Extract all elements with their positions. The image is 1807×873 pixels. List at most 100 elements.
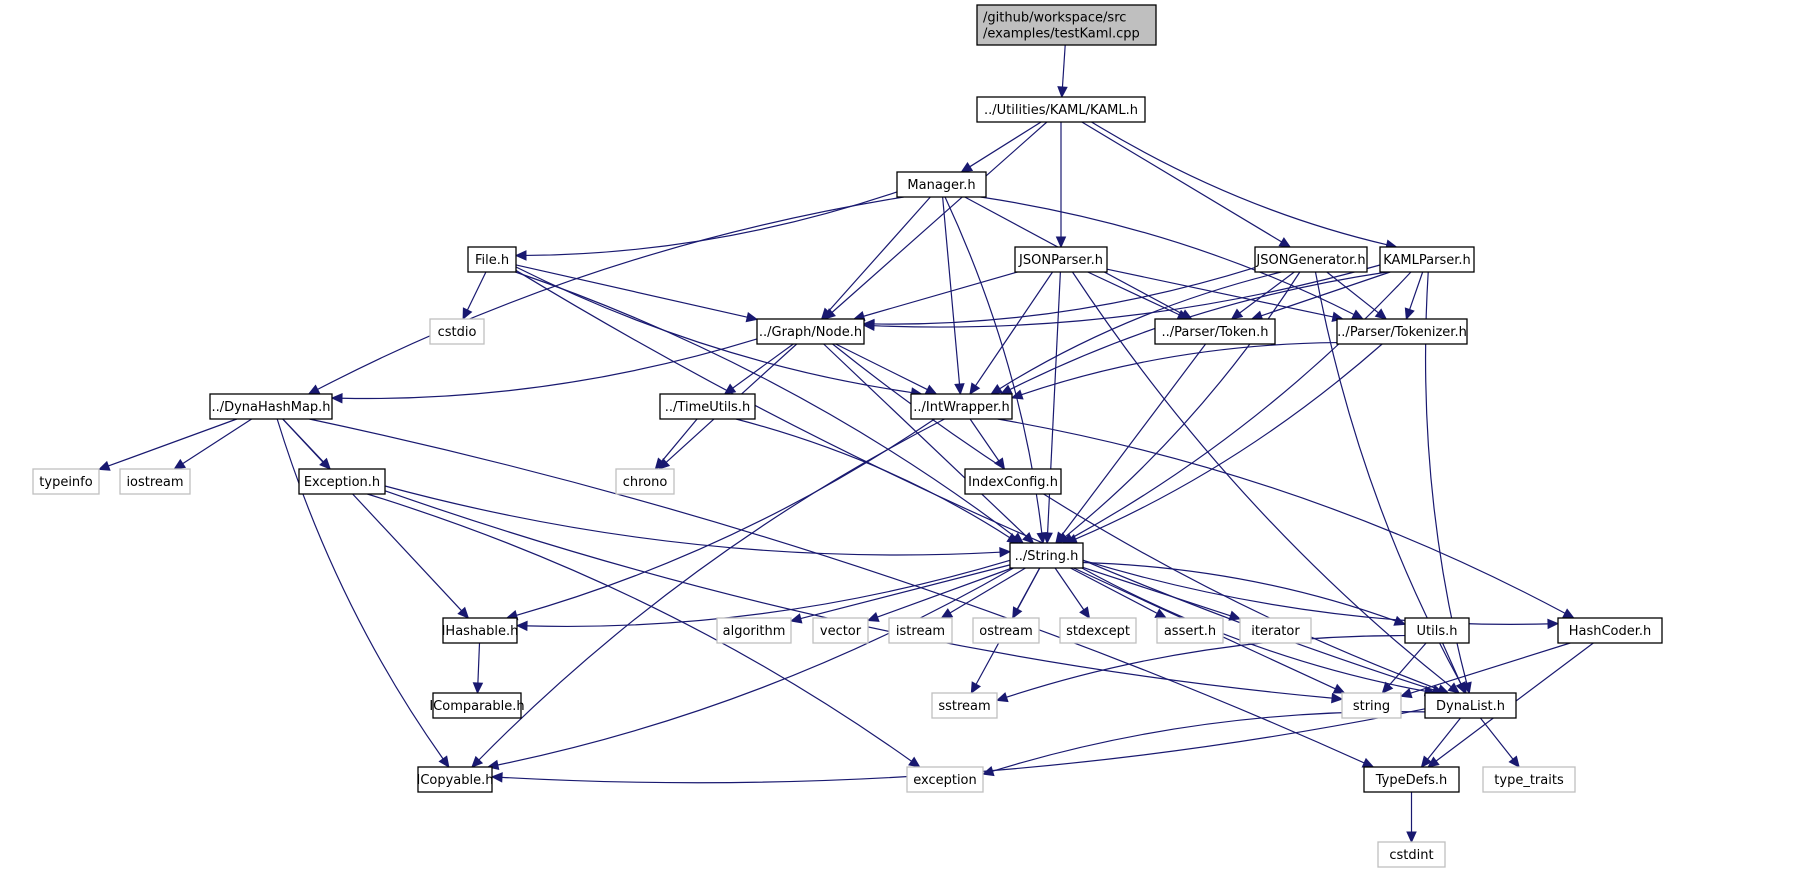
node-chrono: chrono	[615, 468, 675, 495]
node-indexconfig[interactable]: IndexConfig.h	[964, 468, 1062, 495]
node-file[interactable]: File.h	[467, 246, 517, 273]
node-box	[1009, 542, 1084, 569]
node-token[interactable]: ../Parser/Token.h	[1154, 318, 1276, 345]
arrowhead-jsongen-to-token	[1230, 308, 1244, 320]
edge-token-to-string_h	[1061, 343, 1207, 536]
node-label: Exception.h	[304, 475, 380, 490]
node-label: ../Parser/Token.h	[1161, 325, 1268, 340]
node-algorithm: algorithm	[716, 617, 792, 644]
node-ostream: ostream	[972, 617, 1040, 644]
node-box	[119, 468, 191, 495]
node-label: vector	[820, 624, 862, 639]
arrowhead-manager-to-node	[820, 307, 833, 320]
node-ihashable[interactable]: IHashable.h	[442, 617, 519, 644]
node-exceptionh[interactable]: Exception.h	[298, 468, 386, 495]
edge-jsonparser-to-dynalist	[1071, 271, 1452, 688]
node-label: string	[1353, 699, 1390, 714]
node-label: typeinfo	[39, 475, 92, 490]
node-timeutils[interactable]: ../TimeUtils.h	[659, 393, 756, 420]
node-box	[659, 393, 756, 420]
node-icomparable[interactable]: IComparable.h	[429, 692, 525, 719]
edge-kamlparser-to-tokenizer	[1409, 271, 1424, 310]
arrowhead-tokenizer-to-intwrapper	[1010, 389, 1024, 400]
arrowhead-string_h-to-stdexcept	[1079, 606, 1091, 620]
node-cstdint: cstdint	[1377, 841, 1446, 868]
arrowhead-exceptionh-to-string	[1331, 692, 1344, 704]
node-label: Utils.h	[1417, 624, 1458, 639]
node-box	[896, 171, 987, 198]
node-label: assert.h	[1164, 624, 1216, 639]
node-box	[812, 617, 869, 644]
edge-string_h-to-ihashable	[526, 559, 1011, 628]
node-dynalist[interactable]: DynaList.h	[1424, 692, 1517, 719]
node-hashcoder[interactable]: HashCoder.h	[1557, 617, 1663, 644]
edge-string_h-to-hashcoder	[1082, 559, 1549, 625]
node-root[interactable]: /github/workspace/src/examples/testKaml.…	[976, 4, 1157, 46]
node-kamlparser[interactable]: KAMLParser.h	[1379, 246, 1475, 273]
node-intwrapper[interactable]: ../IntWrapper.h	[910, 393, 1013, 420]
node-box	[1482, 766, 1576, 793]
arrowhead-dynahash-to-iostream	[173, 458, 187, 470]
arrowhead-string_h-to-sstream	[970, 681, 981, 695]
node-tokenizer[interactable]: ../Parser/Tokenizer.h	[1336, 318, 1468, 345]
node-typedefs[interactable]: TypeDefs.h	[1363, 766, 1460, 793]
node-box	[467, 246, 517, 273]
arrowhead-manager-to-intwrapper	[954, 383, 965, 396]
edge-utils-to-dynalist	[1442, 642, 1462, 685]
node-box	[1156, 617, 1224, 644]
edge-exceptionh-to-string	[384, 490, 1333, 699]
arrowhead-node-to-dynahash	[330, 392, 343, 404]
edge-utils-to-sstream	[1006, 634, 1406, 698]
node-box	[1363, 766, 1460, 793]
edge-kamlparser-to-intwrapper	[1009, 271, 1388, 391]
edge-jsonparser-to-string_h	[1047, 271, 1061, 534]
node-box	[1341, 692, 1402, 719]
arrowhead-intwrapper-to-icopyable	[471, 755, 484, 768]
arrowhead-kamlparser-to-tokenizer	[1404, 307, 1415, 321]
edge-file-to-string_h	[515, 271, 1016, 538]
node-label: /examples/testKaml.cpp	[983, 27, 1140, 42]
arrowhead-kamlparser-to-node	[862, 320, 875, 331]
arrowhead-kaml-to-manager	[960, 161, 974, 173]
edge-dynahash-to-typeinfo	[108, 418, 238, 467]
node-icopyable[interactable]: ICopyable.h	[416, 766, 494, 793]
node-istream: istream	[888, 617, 953, 644]
edge-manager-to-dynahash	[317, 196, 904, 390]
node-string_h[interactable]: ../String.h	[1009, 542, 1084, 569]
edge-ihashable-to-icomparable	[477, 642, 481, 684]
arrowhead-string_h-to-assert	[1154, 608, 1168, 619]
node-label: Manager.h	[907, 178, 975, 193]
node-node[interactable]: ../Graph/Node.h	[756, 318, 865, 345]
edge-kamlparser-to-string_h	[1071, 271, 1412, 539]
arrowhead-string_h-to-istream	[940, 608, 954, 619]
node-label: sstream	[938, 699, 990, 714]
edge-file-to-cstdio	[466, 271, 487, 311]
node-label: algorithm	[723, 624, 786, 639]
edge-dynahash-to-icopyable	[276, 418, 444, 760]
arrowhead-kaml-to-jsonparser	[1055, 236, 1067, 249]
arrowhead-dynalist-to-type_traits	[1508, 755, 1520, 768]
node-box	[1557, 617, 1663, 644]
arrowhead-dynalist-to-icopyable	[490, 772, 503, 783]
edge-node-to-dynahash	[341, 338, 758, 400]
edge-manager-to-node	[827, 196, 931, 312]
node-cstdio: cstdio	[429, 318, 485, 345]
edge-jsonparser-to-token	[1087, 271, 1180, 316]
node-utils[interactable]: Utils.h	[1404, 617, 1470, 644]
node-box	[432, 692, 522, 719]
arrowhead-node-to-timeutils	[723, 383, 737, 395]
edge-dynalist-to-typedefs	[1427, 717, 1461, 760]
node-jsonparser[interactable]: JSONParser.h	[1014, 246, 1108, 273]
edge-string_h-to-algorithm	[800, 564, 1011, 620]
node-label: stdexcept	[1066, 624, 1130, 639]
node-dynahash[interactable]: ../DynaHashMap.h	[209, 393, 333, 420]
edge-intwrapper-to-hashcoder	[997, 418, 1566, 614]
node-jsongen[interactable]: JSONGenerator.h	[1254, 246, 1368, 273]
arrowhead-string_h-to-hashcoder	[1547, 618, 1560, 630]
node-kaml[interactable]: ../Utilities/KAML/KAML.h	[976, 96, 1146, 123]
node-stdexcept: stdexcept	[1059, 617, 1137, 644]
edge-dynalist-to-type_traits	[1479, 717, 1514, 760]
node-label: exception	[913, 773, 977, 788]
edge-string_h-to-assert	[1070, 567, 1158, 614]
node-manager[interactable]: Manager.h	[896, 171, 987, 198]
